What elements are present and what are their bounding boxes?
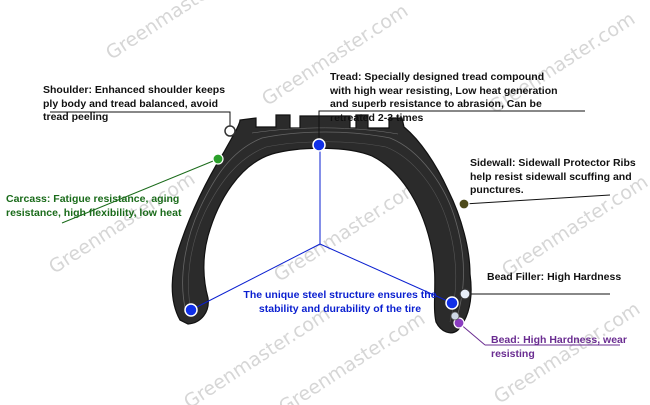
- steel-structure-label: The unique steel structure ensures the s…: [243, 289, 437, 315]
- bead-marker-inner: [450, 311, 460, 321]
- shoulder-marker: [224, 125, 236, 137]
- tread-marker: [312, 138, 326, 152]
- ply-line: [188, 141, 457, 323]
- bead-label: Bead: High Hardness, wear resisting: [491, 334, 627, 360]
- tread-leader: [318, 110, 585, 145]
- tread-label: Tread: Specially designed tread compound…: [330, 71, 558, 124]
- leader-lines: [50, 110, 620, 346]
- sidewall-leader: [463, 194, 611, 205]
- carcass-leader: [61, 158, 219, 224]
- sidewall-marker: [458, 198, 470, 210]
- carcass-label: Carcass: Fatigue resistance, aging resis…: [6, 193, 182, 219]
- bead-filler-marker: [459, 288, 471, 300]
- steel-marker-left: [184, 303, 198, 317]
- steel-leader-left: [190, 243, 321, 311]
- steel-leader-right: [319, 243, 453, 304]
- sidewall-label: Sidewall: Sidewall Protector Ribs help r…: [470, 157, 636, 196]
- carcass-marker: [212, 153, 224, 165]
- ply-line: [251, 127, 399, 135]
- bead-marker: [453, 317, 465, 329]
- bead-leader: [458, 322, 486, 346]
- bead-filler-label: Bead Filler: High Hardness: [487, 271, 622, 283]
- shoulder-label: Shoulder: Enhanced shoulder keeps ply bo…: [43, 84, 226, 123]
- steel-marker-right: [445, 296, 459, 310]
- shoulder-leader: [50, 111, 231, 131]
- ply-line: [182, 131, 464, 321]
